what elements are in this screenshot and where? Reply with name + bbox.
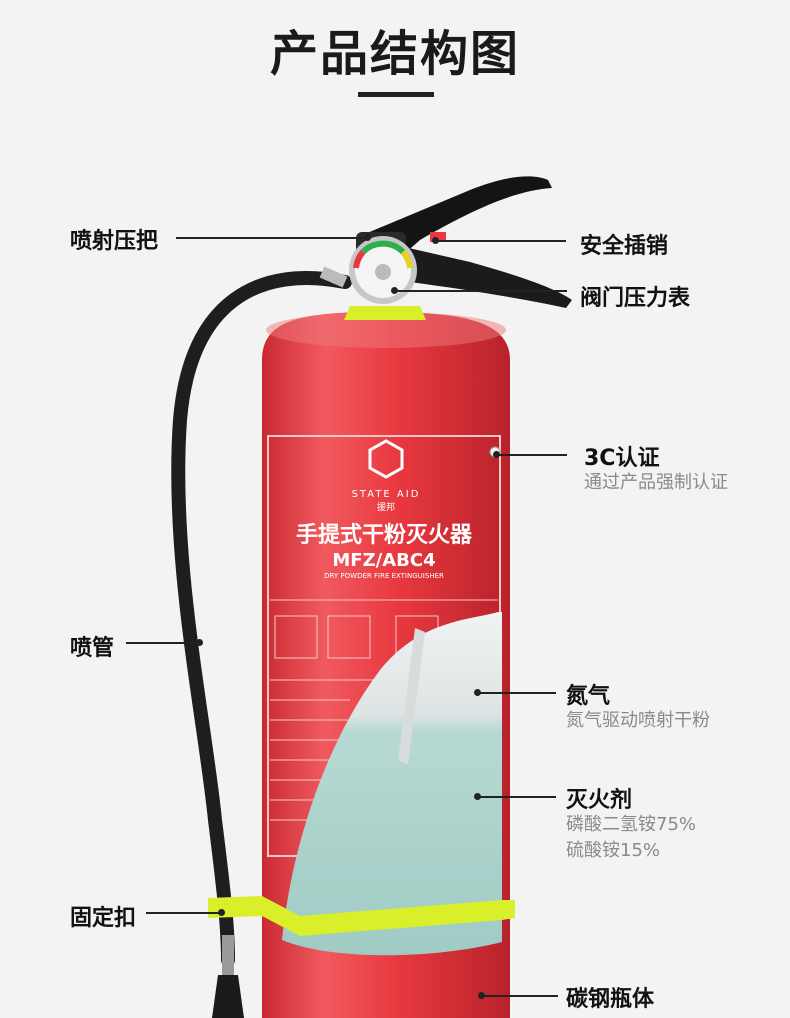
leader-gauge (395, 290, 567, 292)
label-nitrogen-sub: 氮气驱动喷射干粉 (566, 710, 710, 731)
leader-clip (146, 912, 222, 914)
leader-body (482, 995, 558, 997)
product-name: 手提式干粉灭火器 (296, 522, 473, 548)
brand-cn: 援邦 (377, 501, 395, 513)
leader-safety-pin (436, 240, 566, 242)
label-cert: 3C认证 (584, 446, 660, 471)
leader-dot-pin (432, 237, 439, 244)
handle-top (360, 176, 552, 262)
cutaway-section (282, 612, 502, 956)
label-pressure-gauge: 阀门压力表 (580, 286, 691, 311)
leader-dot-gauge (391, 287, 398, 294)
label-agent: 灭火剂 (566, 788, 633, 813)
leader-dot-body (478, 992, 485, 999)
label-body: 碳钢瓶体 (566, 987, 655, 1012)
leader-dot-cert (493, 451, 500, 458)
leader-nitrogen (478, 692, 556, 694)
brand-logo (368, 439, 404, 479)
page-title: 产品结构图 (269, 26, 520, 82)
label-nitrogen: 氮气 (566, 684, 611, 709)
handle-bottom (400, 246, 572, 308)
leader-agent (478, 796, 556, 798)
hose (171, 271, 352, 967)
leader-dot-agent (474, 793, 481, 800)
label-agent-sub1: 磷酸二氢铵75% (566, 814, 697, 835)
label-agent-sub2: 硫酸铵15% (566, 840, 661, 861)
leader-nozzle-handle (176, 237, 368, 239)
label-hose: 喷管 (70, 636, 115, 661)
label-nozzle-handle: 喷射压把 (70, 229, 159, 254)
leader-dot-clip (218, 909, 225, 916)
nozzle (212, 975, 244, 1018)
leader-hose (126, 642, 200, 644)
leader-dot-handle (364, 234, 371, 241)
brand-en: STATE AID (352, 489, 421, 500)
product-model: MFZ/ABC4 (332, 550, 435, 571)
leader-dot-hose (196, 639, 203, 646)
leader-dot-nitrogen (474, 689, 481, 696)
safety-pin-red (430, 232, 446, 242)
label-cert-sub: 通过产品强制认证 (584, 472, 728, 493)
nozzle-tip (222, 935, 234, 975)
title-underline (358, 92, 434, 97)
label-clip: 固定扣 (70, 906, 137, 931)
fixing-clip (208, 896, 515, 936)
label-safety-pin: 安全插销 (580, 234, 669, 259)
leader-cert (497, 454, 567, 456)
product-subtitle: DRY POWDER FIRE EXTINGUISHER (324, 572, 444, 580)
